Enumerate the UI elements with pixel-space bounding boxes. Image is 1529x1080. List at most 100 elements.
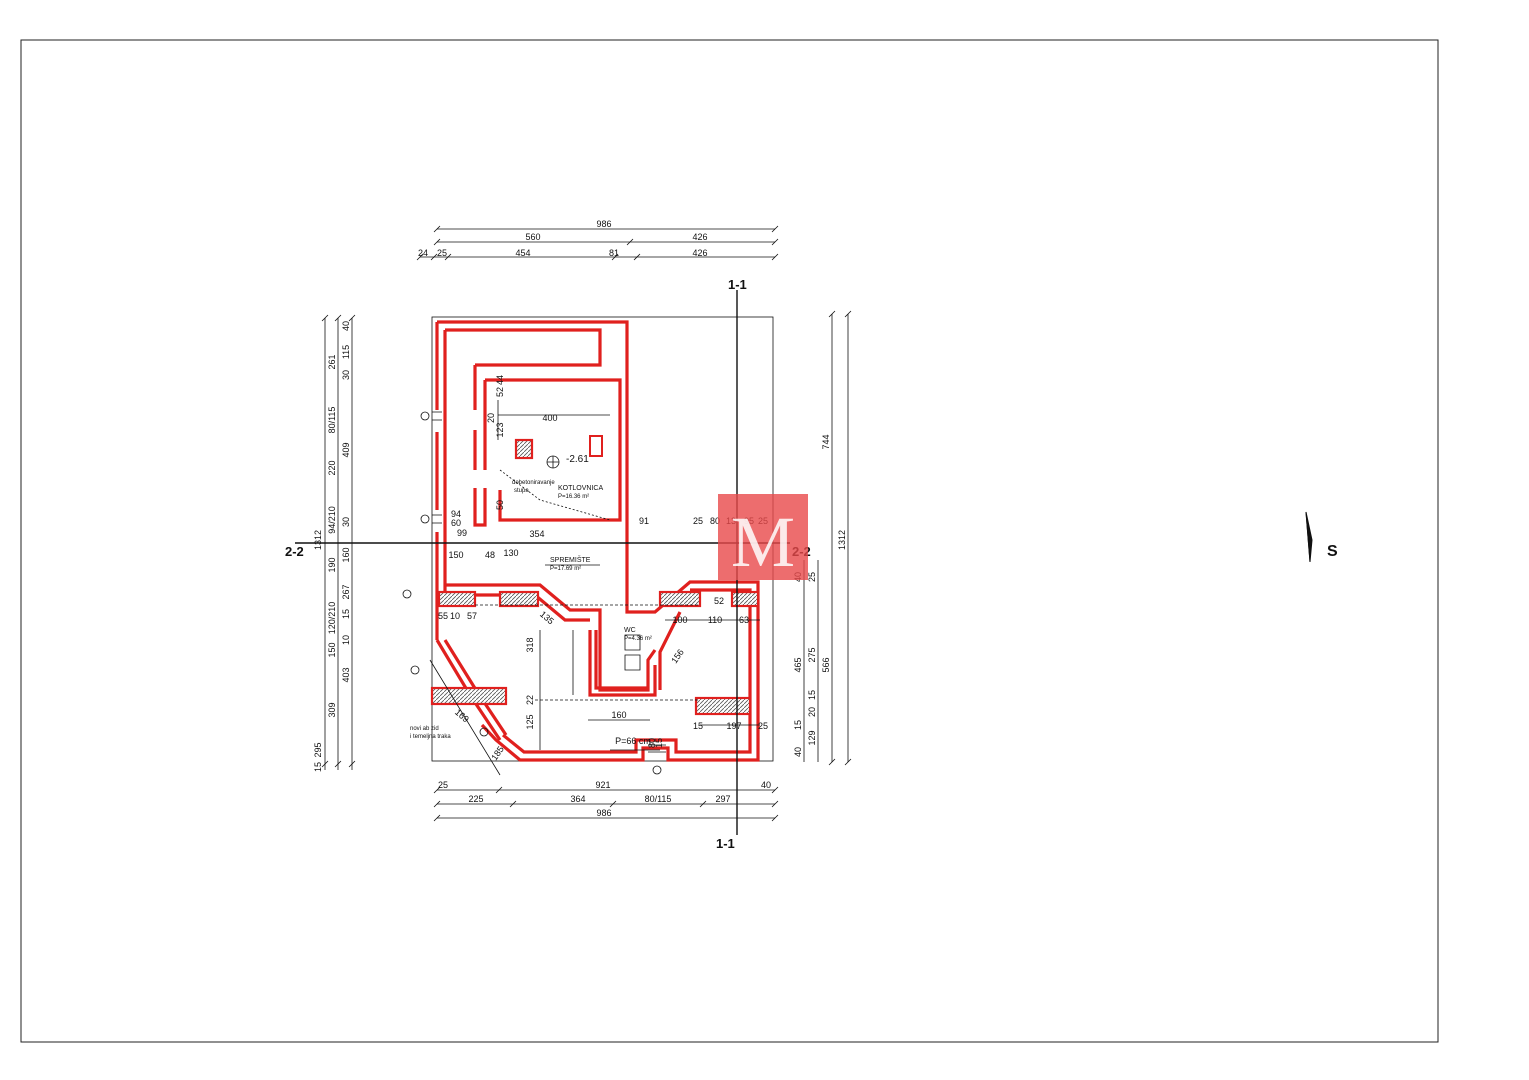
room-kotlovnica-name: KOTLOVNICA	[558, 485, 603, 492]
note-stupa: stupa	[514, 488, 529, 494]
dim-int-2: 91	[639, 516, 649, 526]
dim-int-3: 25	[693, 516, 703, 526]
section-1-1-top: 1-1	[728, 277, 747, 292]
dim-bottom-row1-b: 921	[595, 780, 610, 790]
dim-int-16: 57	[467, 611, 477, 621]
dim-int-14: 55	[438, 611, 448, 621]
dim-right-inner-5: 20	[807, 707, 817, 717]
dim-left-mid-0: 261	[327, 354, 337, 369]
dim-int-10: 130	[503, 548, 518, 558]
dim-top-total: 986	[596, 219, 611, 229]
dim-int-31: 50	[495, 500, 505, 510]
dim-int-37: 156	[669, 647, 686, 665]
pillar-boiler	[514, 438, 534, 460]
north-label: S	[1327, 543, 1338, 560]
room-inner-wall	[501, 588, 752, 754]
section-1-1-bottom: 1-1	[716, 836, 735, 851]
pillar-1	[437, 590, 477, 608]
dim-right-mid-b: 566	[821, 657, 831, 672]
dim-left-inner-6: 15	[341, 609, 351, 619]
detail-lines	[429, 400, 760, 776]
dim-left-inner-4: 30	[341, 517, 351, 527]
dim-int-9: 48	[485, 550, 495, 560]
dim-int-4: 80	[710, 516, 720, 526]
dim-right-inner-1: 275	[807, 647, 817, 662]
level-mark: -2.61	[566, 454, 589, 465]
dim-left-inner-1: 115	[341, 345, 351, 359]
pillar-5	[694, 696, 752, 716]
wc-diagonal-wall	[658, 611, 682, 690]
dim-left-mid-4: 190	[327, 557, 337, 572]
dim-top-row3-e: 426	[692, 248, 707, 258]
dim-int-8: 150	[448, 550, 463, 560]
dim-left-inner-7: 267	[341, 584, 351, 599]
dim-int-29: 80	[647, 738, 657, 748]
dim-left-inner-0: 40	[341, 321, 351, 331]
pillar-2	[498, 590, 540, 608]
note-temeljna-traka: i temeljna traka	[410, 734, 451, 740]
dim-int-33: 44	[495, 375, 505, 385]
sheet-border	[20, 39, 1439, 1043]
dim-int-20: 52	[714, 596, 724, 606]
dim-left-mid-1: 80/115	[327, 407, 337, 434]
dim-int-32: 52	[495, 387, 505, 397]
dim-bottom-row1-c: 40	[761, 780, 771, 790]
room-wc-area: P=4.36 m²	[624, 636, 652, 642]
dim-right-inner-6: 15	[793, 720, 803, 730]
dim-bottom-row1-a: 25	[438, 780, 448, 790]
opening-marker-6	[652, 765, 662, 775]
watermark-box	[718, 494, 808, 580]
dim-left-outer-c: 295	[313, 742, 323, 757]
dim-top-row3-d: 81	[609, 248, 619, 258]
north-arrow: S	[1305, 511, 1338, 563]
dim-int-34: 123	[495, 422, 505, 437]
opening-marker-4	[410, 665, 420, 675]
pillar-4	[730, 590, 760, 608]
dim-left-mid-6: 150	[327, 642, 337, 657]
dim-int-27: 25	[758, 721, 768, 731]
dim-top-row3-b: 25	[437, 248, 447, 258]
dim-left-inner-2: 30	[341, 370, 351, 380]
opening-marker-5	[479, 727, 489, 737]
dim-left-outer-a: 1312	[313, 530, 323, 550]
dim-int-35: 20	[486, 413, 496, 423]
dim-left-mid-7: 309	[327, 702, 337, 717]
wc-wall-b	[594, 630, 648, 690]
dim-top-row2-b: 426	[692, 232, 707, 242]
dim-int-25: 15	[693, 721, 703, 731]
dim-int-30: 15	[654, 738, 664, 748]
dim-bottom-row2-c: 80/115	[645, 794, 672, 804]
dimension-ticks	[321, 225, 852, 822]
dim-bottom-row2-d: 297	[715, 794, 730, 804]
dim-int-15: 10	[450, 611, 460, 621]
boiler-opening-jamb	[473, 488, 487, 527]
dim-int-24: 22	[525, 695, 535, 705]
dim-int-11: 99	[457, 528, 467, 538]
room-spremiste-area: P=17.69 m²	[550, 566, 581, 572]
dim-int-0: 400	[542, 413, 557, 423]
opening-marker-2	[420, 514, 430, 524]
outer-wall-path	[437, 320, 760, 762]
room-wc-name: WC	[624, 627, 636, 634]
dim-right-inner-4: 15	[807, 690, 817, 700]
boiler-inner-wall	[485, 378, 622, 522]
dim-int-38: 169	[453, 707, 471, 724]
watermark-logo: M	[718, 494, 808, 582]
dim-top-row2-a: 560	[525, 232, 540, 242]
section-2-2-left: 2-2	[285, 544, 304, 559]
dim-bottom-total: 986	[596, 808, 611, 818]
dim-int-26: 197	[726, 721, 741, 731]
hatched-elements	[430, 435, 760, 716]
opening-marker-3	[402, 589, 412, 599]
dim-bottom-row2-b: 364	[570, 794, 585, 804]
dim-left-inner-8: 10	[341, 635, 351, 645]
dim-int-19: 63	[739, 615, 749, 625]
beam-diagonal	[430, 686, 508, 706]
dim-right-mid-a: 744	[821, 434, 831, 449]
dim-left-mid-3: 94/210	[327, 506, 337, 534]
opening-marker-1	[420, 411, 430, 421]
storage-wall-inner	[445, 593, 590, 622]
note-novi-ab-zid: novi ab zid	[410, 726, 439, 732]
dim-int-18: 110	[708, 615, 722, 625]
watermark-letter: M	[731, 502, 795, 582]
